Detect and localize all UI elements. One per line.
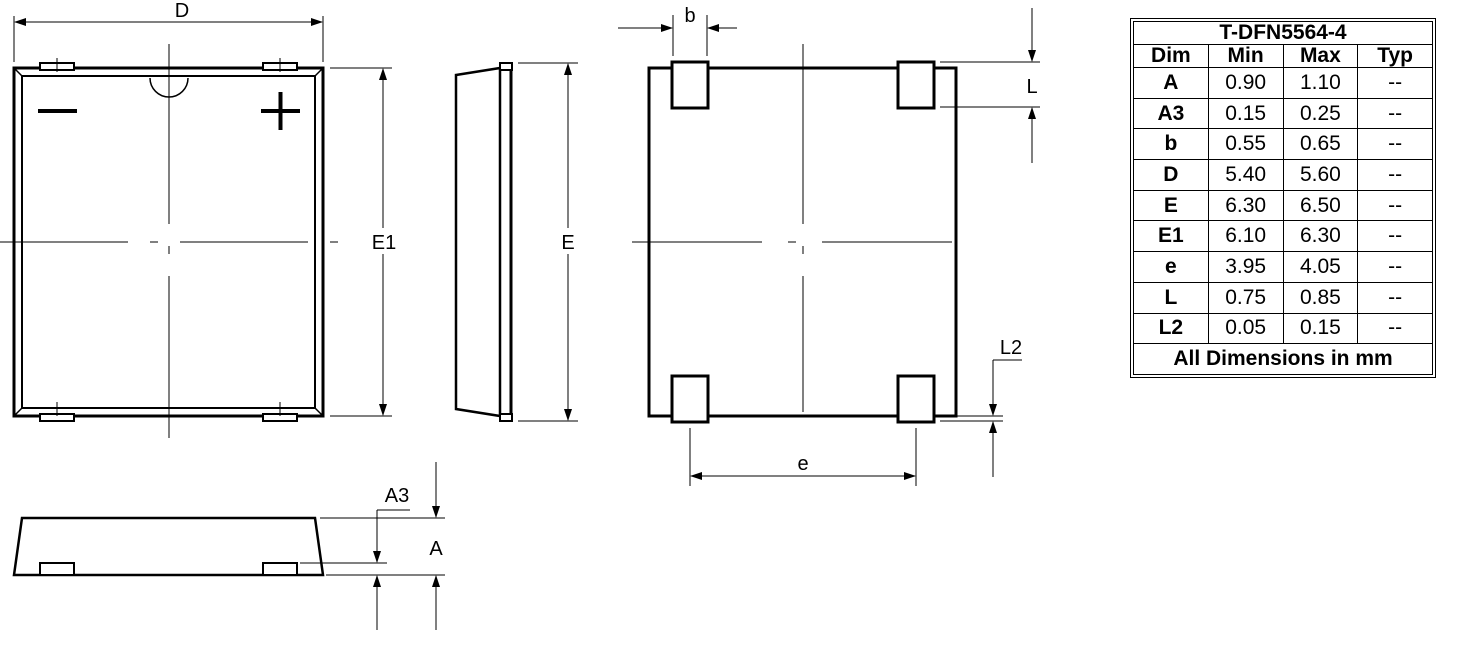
table-row: E 6.30 6.50 -- bbox=[1133, 189, 1433, 222]
typ-cell: -- bbox=[1357, 189, 1433, 222]
typ-cell: -- bbox=[1357, 312, 1433, 345]
typ-cell: -- bbox=[1357, 159, 1433, 191]
min-cell: 0.75 bbox=[1207, 281, 1284, 314]
dim-cell: L2 bbox=[1133, 312, 1209, 345]
table-row: D 5.40 5.60 -- bbox=[1133, 159, 1433, 191]
dim-label-l2: L2 bbox=[1000, 337, 1022, 359]
typ-cell: -- bbox=[1357, 281, 1433, 314]
typ-cell: -- bbox=[1357, 67, 1433, 99]
table-row: L2 0.05 0.15 -- bbox=[1133, 312, 1433, 345]
table-row: b 0.55 0.65 -- bbox=[1133, 128, 1433, 161]
typ-cell: -- bbox=[1357, 97, 1433, 130]
table-row: L 0.75 0.85 -- bbox=[1133, 281, 1433, 314]
side-view: E bbox=[454, 62, 578, 422]
min-cell: 0.55 bbox=[1207, 128, 1284, 161]
min-cell: 6.10 bbox=[1207, 220, 1284, 253]
min-cell: 6.30 bbox=[1207, 189, 1284, 222]
front-view: A3 A bbox=[12, 462, 445, 630]
max-cell: 0.25 bbox=[1282, 97, 1359, 130]
dim-cell: A3 bbox=[1133, 97, 1209, 130]
dim-cell: A bbox=[1133, 67, 1209, 99]
table-row: A3 0.15 0.25 -- bbox=[1133, 97, 1433, 130]
dim-label-pitch-e: e bbox=[797, 453, 808, 475]
table-row: E1 6.10 6.30 -- bbox=[1133, 220, 1433, 253]
bottom-view: b L L2 e bbox=[618, 5, 1040, 486]
dim-label-e: E bbox=[561, 232, 574, 254]
header-dim: Dim bbox=[1133, 44, 1209, 68]
typ-cell: -- bbox=[1357, 220, 1433, 253]
top-view: D E1 bbox=[0, 0, 396, 438]
dim-cell: b bbox=[1133, 128, 1209, 161]
dim-label-d: D bbox=[175, 0, 189, 22]
dimension-table: T-DFN5564-4 Dim Min Max Typ A 0.90 1.10 … bbox=[1130, 18, 1436, 378]
dim-cell: E1 bbox=[1133, 220, 1209, 253]
dim-label-l: L bbox=[1026, 76, 1037, 98]
min-cell: 5.40 bbox=[1207, 159, 1284, 191]
dim-label-a3: A3 bbox=[385, 485, 409, 507]
table-row: A 0.90 1.10 -- bbox=[1133, 67, 1433, 99]
max-cell: 0.65 bbox=[1282, 128, 1359, 161]
max-cell: 0.15 bbox=[1282, 312, 1359, 345]
max-cell: 1.10 bbox=[1282, 67, 1359, 99]
dim-cell: L bbox=[1133, 281, 1209, 314]
table-footer: All Dimensions in mm bbox=[1133, 343, 1433, 375]
typ-cell: -- bbox=[1357, 251, 1433, 283]
max-cell: 6.50 bbox=[1282, 189, 1359, 222]
header-max: Max bbox=[1282, 44, 1359, 68]
max-cell: 6.30 bbox=[1282, 220, 1359, 253]
dim-label-b: b bbox=[684, 5, 695, 27]
max-cell: 5.60 bbox=[1282, 159, 1359, 191]
max-cell: 4.05 bbox=[1282, 251, 1359, 283]
header-min: Min bbox=[1207, 44, 1284, 68]
dim-cell: D bbox=[1133, 159, 1209, 191]
dim-cell: E bbox=[1133, 189, 1209, 222]
dim-cell: e bbox=[1133, 251, 1209, 283]
max-cell: 0.85 bbox=[1282, 281, 1359, 314]
table-row: e 3.95 4.05 -- bbox=[1133, 251, 1433, 283]
dim-label-e1: E1 bbox=[372, 232, 396, 254]
min-cell: 0.90 bbox=[1207, 67, 1284, 99]
min-cell: 3.95 bbox=[1207, 251, 1284, 283]
min-cell: 0.15 bbox=[1207, 97, 1284, 130]
header-typ: Typ bbox=[1357, 44, 1433, 68]
min-cell: 0.05 bbox=[1207, 312, 1284, 345]
typ-cell: -- bbox=[1357, 128, 1433, 161]
table-title: T-DFN5564-4 bbox=[1133, 21, 1433, 45]
dim-label-a: A bbox=[429, 538, 443, 560]
